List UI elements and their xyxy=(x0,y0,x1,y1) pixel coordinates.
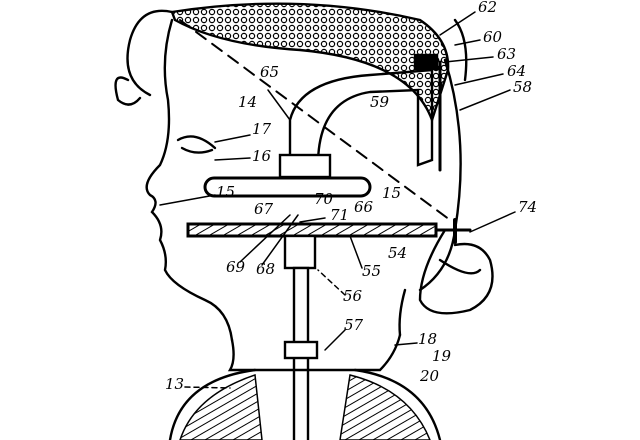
label-55: 55 xyxy=(362,262,382,280)
label-63: 63 xyxy=(497,45,517,63)
label-65: 65 xyxy=(260,63,280,81)
label-13: 13 xyxy=(165,375,185,393)
label-58: 58 xyxy=(513,78,533,96)
shoulders xyxy=(168,368,442,440)
label-56: 56 xyxy=(343,287,363,305)
label-14: 14 xyxy=(238,93,258,111)
label-15-front: 15 xyxy=(216,183,236,201)
label-57: 57 xyxy=(344,316,364,334)
label-20: 20 xyxy=(420,367,440,385)
hair-curl-left xyxy=(114,9,174,106)
label-17: 17 xyxy=(252,120,272,138)
label-67: 67 xyxy=(254,200,274,218)
dashed-axis xyxy=(179,19,451,221)
label-54: 54 xyxy=(388,244,408,262)
label-74: 74 xyxy=(518,198,538,216)
face-profile xyxy=(145,18,234,342)
label-19: 19 xyxy=(432,347,452,365)
disc xyxy=(186,222,438,238)
hub xyxy=(283,234,317,270)
eye xyxy=(176,135,217,154)
back-of-head xyxy=(418,58,462,292)
label-16: 16 xyxy=(252,147,272,165)
label-66: 66 xyxy=(354,198,374,216)
label-68: 68 xyxy=(256,260,276,278)
label-71: 71 xyxy=(330,206,350,224)
label-64: 64 xyxy=(507,62,527,80)
neck-collar xyxy=(227,333,402,372)
label-18: 18 xyxy=(418,330,438,348)
air-duct xyxy=(288,68,434,167)
label-62: 62 xyxy=(478,0,498,16)
wig-cap xyxy=(170,2,450,124)
label-69: 69 xyxy=(226,258,246,276)
label-59: 59 xyxy=(370,93,390,111)
label-15-rear: 15 xyxy=(382,184,402,202)
label-70: 70 xyxy=(314,190,334,208)
label-60: 60 xyxy=(483,28,503,46)
neck-right xyxy=(398,288,407,337)
